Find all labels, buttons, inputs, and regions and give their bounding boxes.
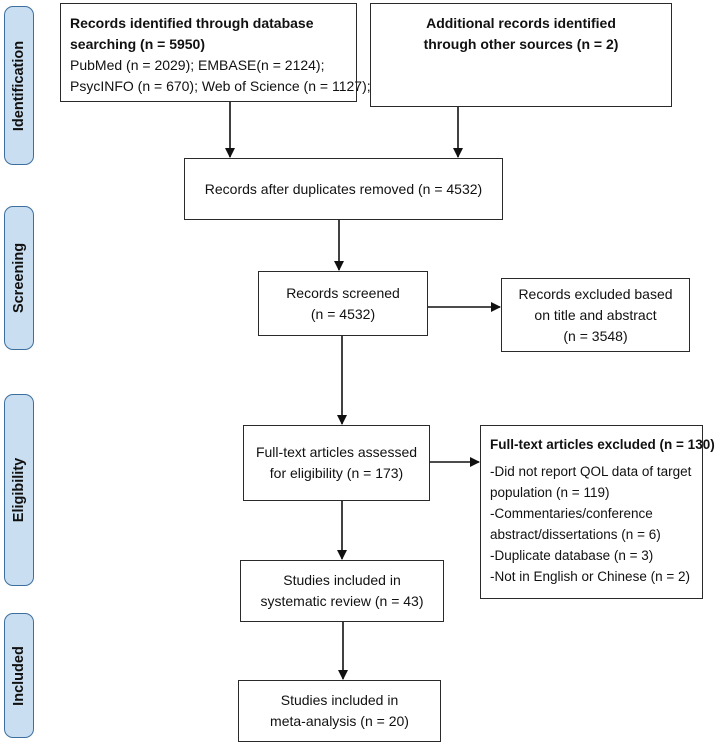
meta-analysis-box: Studies included in meta-analysis (n = 2…	[238, 680, 441, 742]
systematic-review-line-2: systematic review (n = 43)	[260, 593, 424, 609]
exclusion-reason: -Did not report QOL data of target	[490, 464, 692, 479]
database-sources-line-2: PsycINFO (n = 670); Web of Science (n = …	[70, 78, 371, 94]
stage-eligibility: Eligibility	[4, 394, 34, 586]
systematic-review-line-1: Studies included in	[283, 572, 401, 588]
stage-label-screening: Screening	[11, 242, 28, 314]
stage-label-eligibility: Eligibility	[11, 457, 28, 523]
database-records-heading: Records identified through database	[70, 15, 314, 31]
records-screened-label: Records screened	[286, 284, 400, 301]
stage-identification: Identification	[4, 6, 34, 165]
records-excluded-line-2: on title and abstract	[534, 306, 657, 323]
exclusion-reason: population (n = 119)	[490, 485, 610, 500]
fulltext-excluded-title: Full-text articles excluded (n = 130)	[490, 437, 715, 452]
fulltext-assessed-line-2: for eligibility (n = 173)	[269, 465, 404, 481]
exclusion-reason: -Commentaries/conference	[490, 506, 653, 521]
records-screened-count: (n = 4532)	[310, 305, 376, 322]
records-excluded-box: Records excluded based on title and abst…	[501, 278, 690, 352]
other-sources-count: through other sources (n = 2)	[423, 36, 619, 52]
fulltext-assessed-box: Full-text articles assessed for eligibil…	[243, 425, 430, 501]
records-excluded-count: (n = 3548)	[563, 327, 628, 344]
database-sources-line-1: PubMed (n = 2029); EMBASE(n = 2124);	[70, 57, 325, 73]
stage-included: Included	[4, 613, 34, 738]
other-sources-box: Additional records identified through ot…	[370, 3, 672, 107]
records-screened-box: Records screened (n = 4532)	[258, 271, 428, 336]
other-sources-heading: Additional records identified	[426, 15, 616, 31]
fulltext-excluded-box: Full-text articles excluded (n = 130) -D…	[480, 425, 715, 599]
fulltext-assessed-line-1: Full-text articles assessed	[255, 444, 418, 460]
meta-analysis-line-1: Studies included in	[280, 692, 399, 708]
database-records-count: searching (n = 5950)	[70, 36, 206, 52]
systematic-review-box: Studies included in systematic review (n…	[240, 560, 444, 622]
exclusion-reason: -Not in English or Chinese (n = 2)	[490, 569, 690, 584]
records-excluded-line-1: Records excluded based	[518, 285, 673, 302]
duplicates-removed-box: Records after duplicates removed (n = 45…	[184, 158, 503, 220]
exclusion-reason: abstract/dissertations (n = 6)	[490, 527, 661, 542]
stage-label-identification: Identification	[11, 40, 28, 131]
stage-screening: Screening	[4, 206, 34, 350]
meta-analysis-line-2: meta-analysis (n = 20)	[270, 713, 409, 729]
database-records-box: Records identified through database sear…	[60, 3, 371, 102]
exclusion-reason: -Duplicate database (n = 3)	[490, 548, 654, 563]
duplicates-removed-label: Records after duplicates removed (n = 45…	[204, 180, 483, 197]
stage-label-included: Included	[11, 645, 27, 706]
